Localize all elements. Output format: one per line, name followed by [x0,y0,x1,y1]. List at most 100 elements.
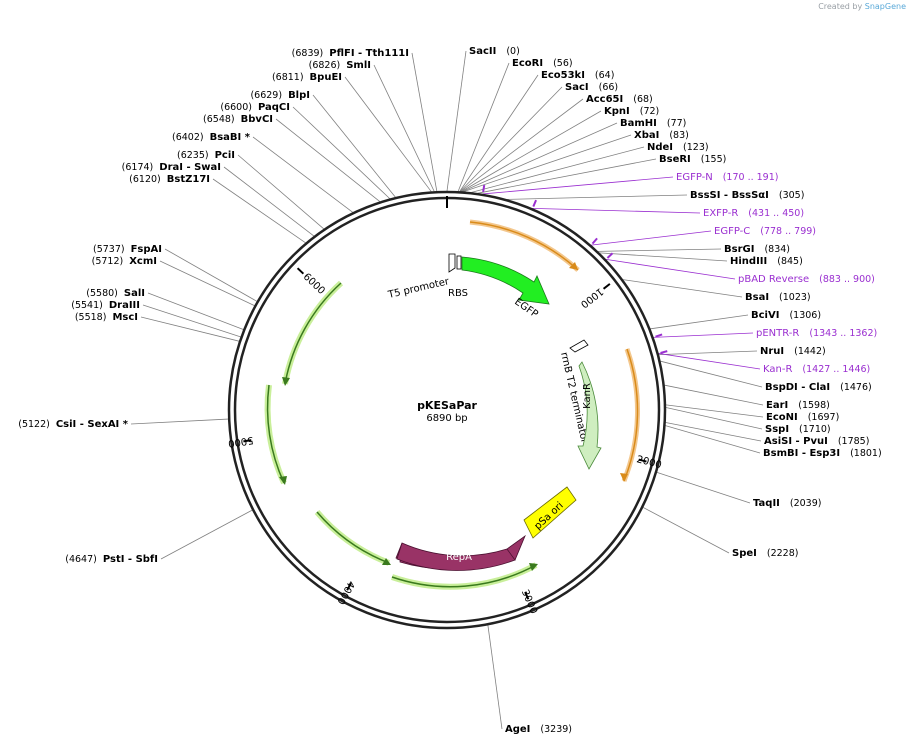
site-sspi[interactable]: SspI(1710) [765,424,831,435]
tick-mark-4000 [346,582,352,591]
leader-spei [642,507,730,554]
feature-rbs[interactable]: RBS [448,255,468,299]
site-saci[interactable]: SacI(66) [565,82,618,93]
site-csii[interactable]: CsiI - SexAI *(5122) [18,419,129,430]
site-bstz17i[interactable]: BstZ17I(6120) [129,174,210,185]
leader-drai [223,166,315,237]
site-pentrr[interactable]: pENTR-R(1343 .. 1362) [756,328,877,339]
site-pcii[interactable]: PciI(6235) [177,150,235,161]
site-taqii[interactable]: TaqII(2039) [753,498,821,509]
site-bseri[interactable]: BseRI(155) [659,154,726,165]
feature-psa-ori[interactable]: pSa ori [523,486,577,539]
site-position: (5580) [86,288,118,299]
site-eco53ki[interactable]: Eco53kI(64) [541,70,614,81]
site-spei[interactable]: SpeI(2228) [732,548,798,559]
rbs-label: RBS [448,288,468,299]
site-name: BsaI [745,292,769,303]
site-position: (883 .. 900) [819,274,875,285]
primer-mark-pentrr [655,333,663,338]
site-eari[interactable]: EarI(1598) [766,400,830,411]
leader-draiii [142,304,241,338]
site-position: (4647) [65,554,97,565]
site-name: PstI - SbfI [103,554,158,565]
site-name: BciVI [751,310,779,321]
site-position: (72) [640,106,660,117]
primer-mark-egfpc [591,237,598,245]
site-kpni[interactable]: KpnI(72) [604,106,659,117]
site-ecoini[interactable]: EcoNI(1697) [766,412,839,423]
feature-repa[interactable]: RepA [395,534,526,571]
site-position: (3239) [540,724,572,735]
site-drai[interactable]: DraI - SwaI(6174) [122,162,221,173]
site-acc65i[interactable]: Acc65I(68) [586,94,653,105]
site-position: (5737) [93,244,125,255]
leader-pcii [237,154,325,230]
site-nrui[interactable]: NruI(1442) [760,346,826,357]
leader-sacii [446,50,467,192]
site-position: (1023) [779,292,811,303]
site-bsabi[interactable]: BsaBI * (6402) [172,132,251,143]
site-position: (1801) [850,448,882,459]
site-position: (1710) [799,424,831,435]
site-smli[interactable]: SmlI(6826) [309,60,371,71]
site-name: BsaBI * [210,132,251,143]
site-blpi[interactable]: BlpI(6629) [250,90,310,101]
site-draiii[interactable]: DraIII(5541) [71,300,140,311]
leader-bcivi [650,314,749,330]
site-name: EarI [766,400,788,411]
site-fspai[interactable]: FspAI(5737) [93,244,162,255]
leader-sspi [665,407,763,430]
site-name: Kan-R [763,364,792,375]
site-bspdi[interactable]: BspDI - ClaI(1476) [765,382,872,393]
site-psti[interactable]: PstI - SbfI (4647) [65,554,158,565]
site-bbvci[interactable]: BbvCI(6548) [203,114,273,125]
leader-hindiii [599,252,728,262]
site-ndei[interactable]: NdeI(123) [647,142,709,153]
site-ecori[interactable]: EcoRI(56) [512,58,573,69]
site-pflfi[interactable]: PflFI - Tth111I(6839) [292,48,409,59]
leader-egfpc [591,230,712,246]
site-sali[interactable]: SalI(5580) [86,288,145,299]
green-arrow-1 [282,377,290,386]
site-position: (6402) [172,132,204,143]
site-sacii[interactable]: SacII(0) [469,46,520,57]
site-bsmbi[interactable]: BsmBI - Esp3I (1801) [763,448,882,459]
leader-ecori [457,62,510,192]
site-paqci[interactable]: PaqCI(6600) [220,102,290,113]
site-exfpr[interactable]: EXFP-R(431 .. 450) [703,208,804,219]
site-bpuei[interactable]: BpuEI(6811) [272,72,342,83]
site-bamhi[interactable]: BamHI(77) [620,118,686,129]
site-egfpn[interactable]: EGFP-N(170 .. 191) [676,172,778,183]
site-bsrgi[interactable]: BsrGI(834) [724,244,790,255]
feature-kanr[interactable]: KanR [577,361,602,470]
site-bsssi[interactable]: BssSI - BssSαI(305) [690,190,804,201]
site-pbadrev[interactable]: pBAD Reverse(883 .. 900) [738,274,875,285]
leader-egfpn [482,176,674,195]
site-name: BsmBI - Esp3I [763,448,840,459]
site-egfpc[interactable]: EGFP-C(778 .. 799) [714,226,816,237]
feature-t5-promoter[interactable]: T5 promoter [386,253,456,301]
site-name: Acc65I [586,94,623,105]
site-position: (64) [595,70,615,81]
site-bsai[interactable]: BsaI (1023) [745,292,811,303]
site-name: pENTR-R [756,328,799,339]
orange-arrow-1 [569,262,578,270]
site-msci[interactable]: MscI(5518) [75,312,138,323]
site-name: DraI - SwaI [159,162,221,173]
site-position: (845) [777,256,803,267]
feature-egfp[interactable]: EGFP [461,256,550,320]
site-name: SmlI [346,60,371,71]
tick-label: 3000 [519,588,539,616]
site-agei[interactable]: AgeI(3239) [505,724,572,735]
site-xbai[interactable]: XbaI(83) [634,130,689,141]
site-bcivi[interactable]: BciVI(1306) [751,310,821,321]
green-arrow-3 [382,558,391,565]
site-position: (2039) [790,498,822,509]
site-kanr[interactable]: Kan-R(1427 .. 1446) [763,364,870,375]
leader-bsmbi [665,425,761,454]
site-xcmi[interactable]: XcmI(5712) [92,256,157,267]
site-hindiii[interactable]: HindIII(845) [730,256,803,267]
site-position: (66) [599,82,619,93]
site-asisi[interactable]: AsiSI - PvuI(1785) [764,436,869,447]
leader-xcmi [159,260,255,307]
